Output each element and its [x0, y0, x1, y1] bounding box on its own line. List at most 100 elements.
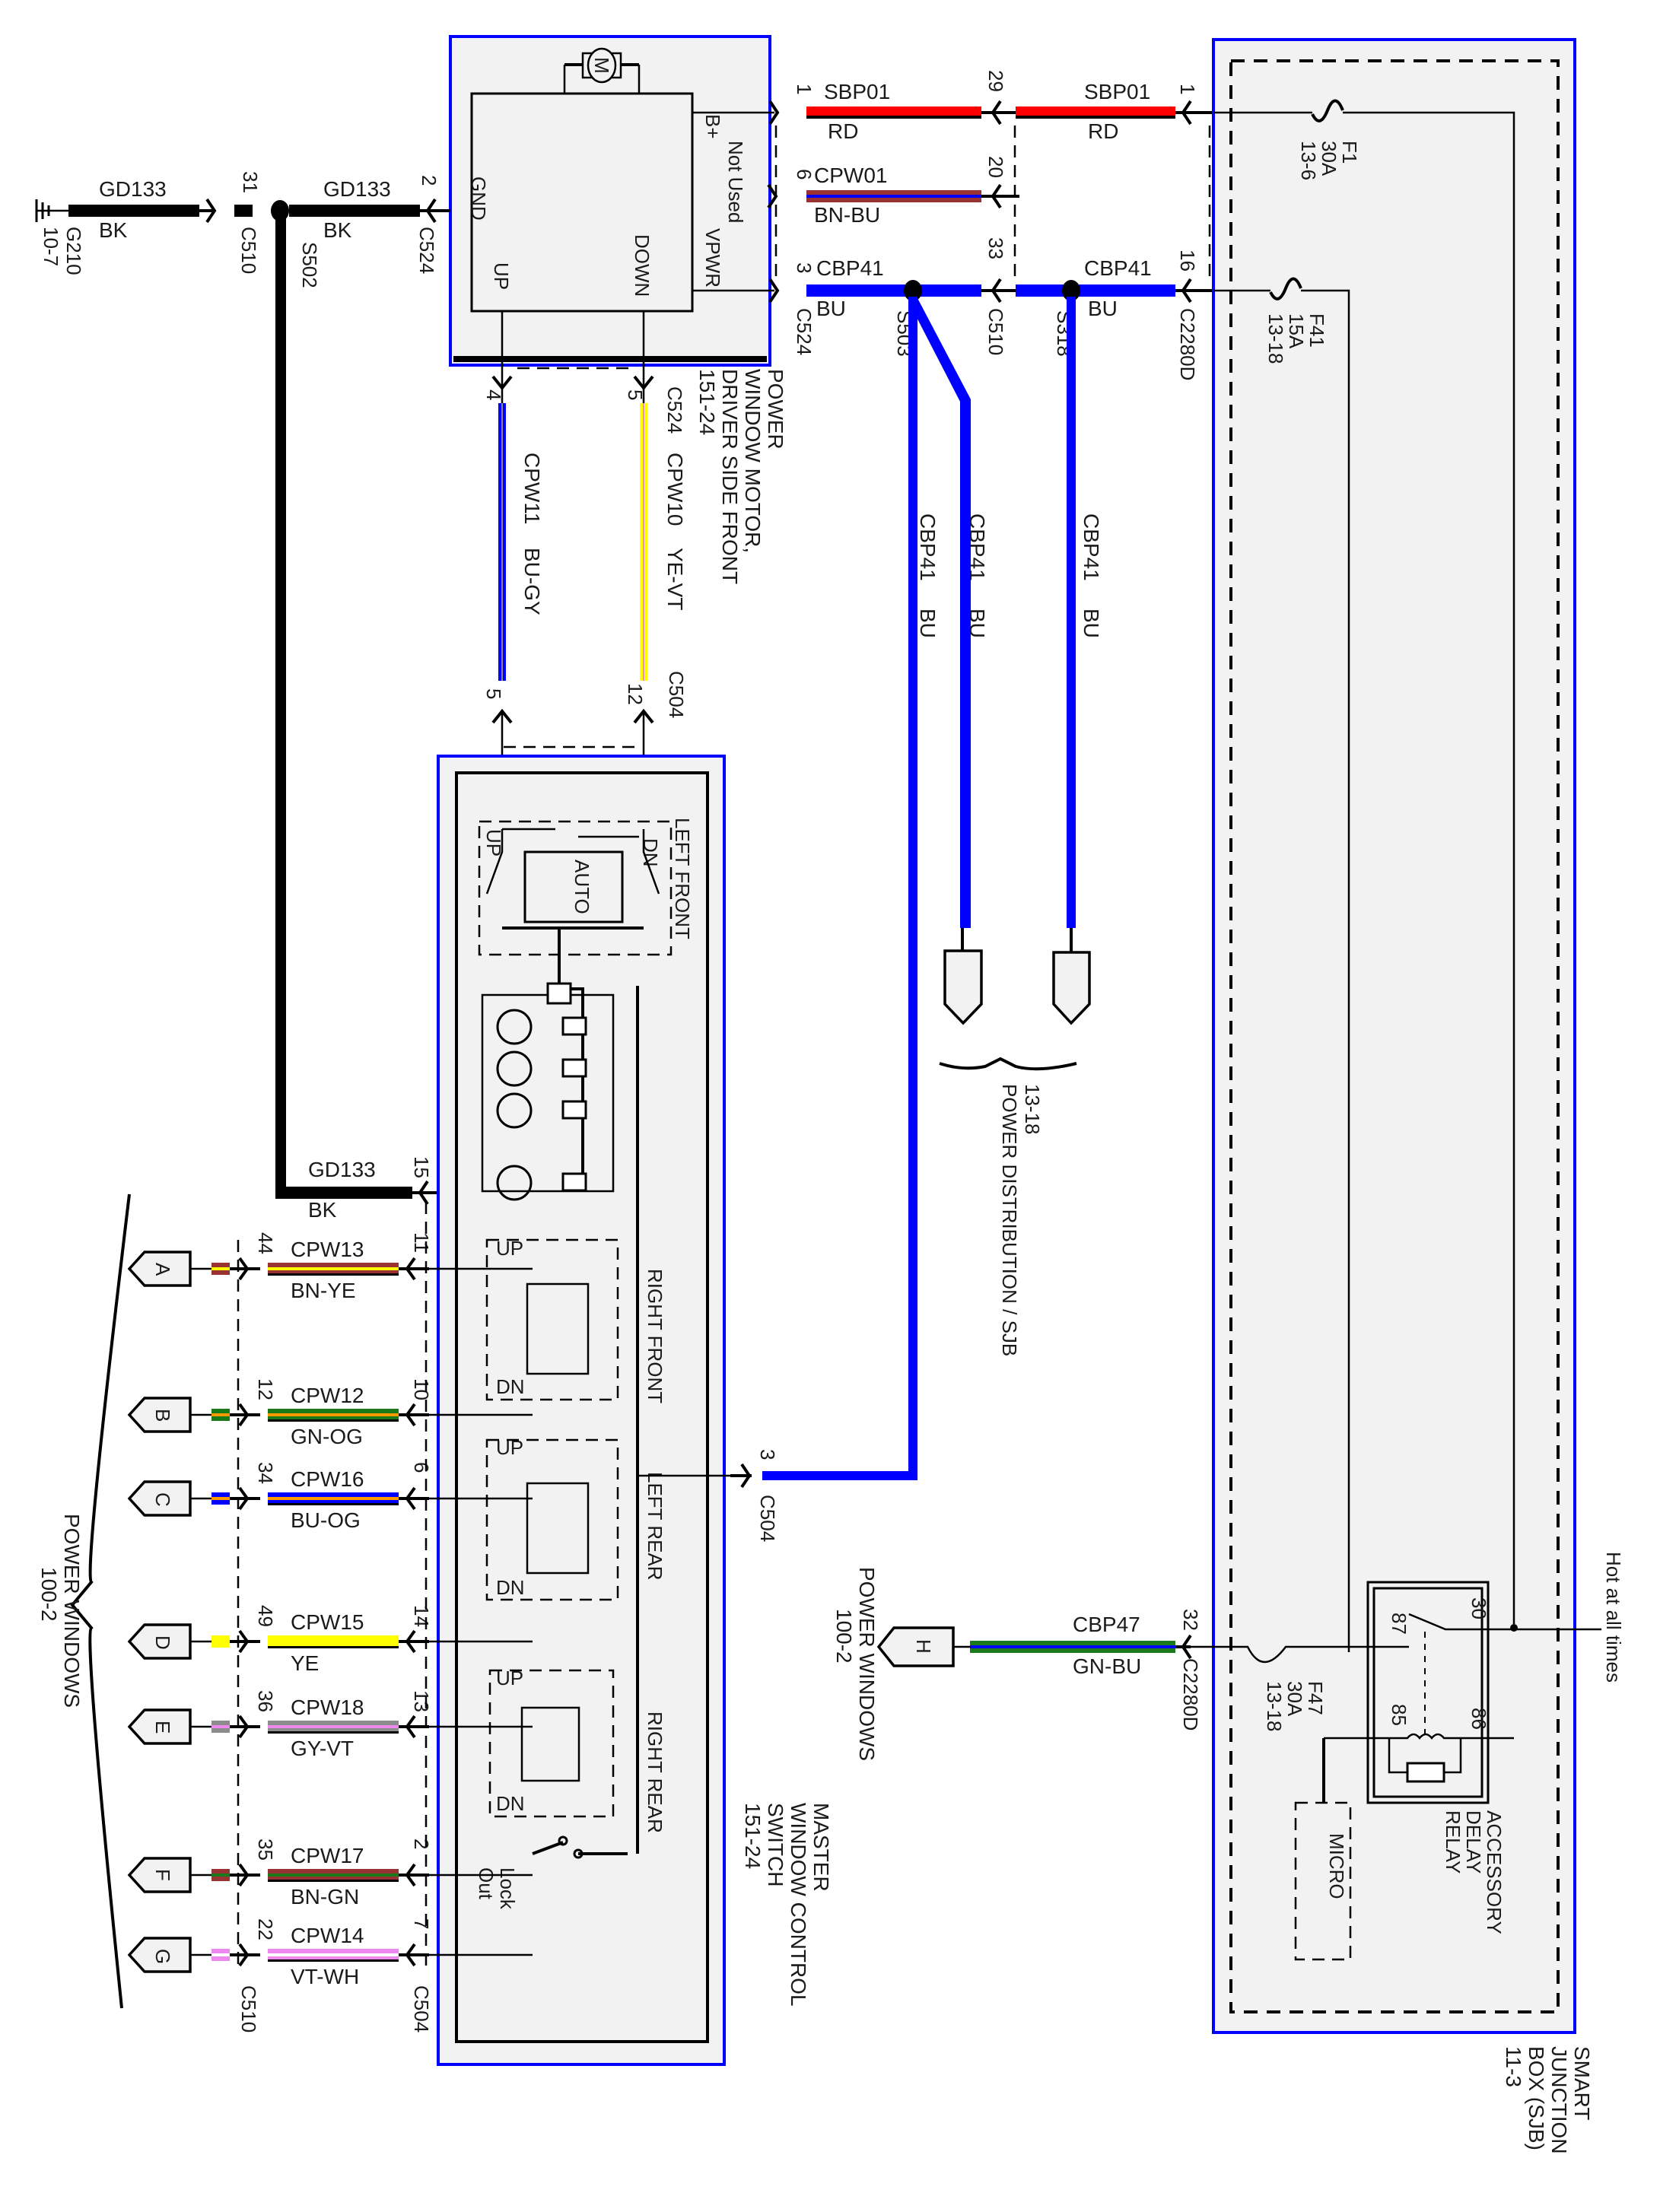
right-front-switch[interactable] — [485, 1238, 619, 1401]
wire-cbp41-c504[interactable] — [762, 1471, 917, 1480]
svg-text:DN: DN — [639, 838, 662, 867]
pin-b-plus-label: B+ — [701, 114, 724, 139]
motor-title: POWER WINDOW MOTOR, DRIVER SIDE FRONT 15… — [695, 369, 787, 584]
svg-text:C524: C524 — [663, 386, 686, 434]
motor-icon: M — [563, 47, 641, 94]
pin-c504: 6 — [410, 1462, 433, 1473]
svg-text:RIGHT REAR: RIGHT REAR — [644, 1711, 666, 1833]
svg-text:13-18: 13-18 — [1264, 313, 1287, 364]
pin-c510: 12 — [254, 1378, 277, 1400]
wire-cbp41-to-pd-2[interactable] — [1067, 297, 1076, 928]
wire-circuit-label: CPW13 — [291, 1238, 364, 1261]
wire-gd133-1[interactable] — [68, 205, 199, 217]
svg-text:29: 29 — [984, 70, 1007, 92]
lamp-icon — [496, 1165, 587, 1201]
svg-text:SBP01: SBP01 — [1084, 80, 1150, 103]
pin-c504: 14 — [410, 1605, 433, 1627]
svg-text:GD133: GD133 — [99, 177, 167, 201]
svg-text:BU: BU — [816, 297, 846, 320]
wire-circuit-label: CPW18 — [291, 1696, 364, 1719]
power-windows-left-label: POWER WINDOWS — [60, 1514, 84, 1708]
svg-text:LEFT FRONT: LEFT FRONT — [671, 818, 694, 939]
pin-c504: 10 — [410, 1378, 433, 1400]
left-rear-switch[interactable] — [485, 1438, 619, 1601]
power-windows-right-label: POWER WINDOWS — [855, 1567, 879, 1761]
svg-text:BOX (SJB): BOX (SJB) — [1525, 2046, 1548, 2150]
svg-text:12: 12 — [624, 683, 647, 705]
pin-down-label: DOWN — [631, 234, 654, 297]
svg-text:RIGHT FRONT: RIGHT FRONT — [644, 1269, 666, 1403]
svg-text:WINDOW MOTOR,: WINDOW MOTOR, — [741, 369, 765, 553]
lamp-icon — [496, 1092, 587, 1129]
pin-up-label: UP — [490, 262, 513, 290]
motor-to-switch-wires: 4 CPW11 BU-GY 5 5 C524 CPW10 YE-VT C504 … — [482, 375, 688, 837]
pin-c510: 49 — [254, 1605, 277, 1627]
svg-text:1: 1 — [1176, 84, 1199, 94]
svg-text:30A: 30A — [1283, 1681, 1306, 1717]
wire-cbp41-b[interactable] — [1016, 284, 1175, 297]
wire-cbp41-to-switch[interactable] — [908, 297, 917, 1476]
power-window-motor: M B+ Not Used GND VPWR UP DOWN POWER WIN… — [449, 35, 787, 584]
wire-cpw15[interactable] — [268, 1635, 399, 1648]
wire-color-label: GN-OG — [291, 1425, 363, 1448]
svg-text:87: 87 — [1388, 1613, 1410, 1635]
pin-c504: 7 — [410, 1918, 433, 1929]
power-distribution-connector-1[interactable] — [943, 949, 983, 1025]
pin-vpwr-label: VPWR — [701, 228, 724, 288]
wire-cbp41-a[interactable] — [806, 284, 981, 297]
pin-c510: 36 — [254, 1690, 277, 1712]
power-distribution-connector-2[interactable] — [1052, 951, 1091, 1025]
lockout-switch[interactable] — [532, 1841, 628, 1855]
lamp-icon — [496, 1050, 587, 1087]
wire-color-label: YE — [291, 1651, 319, 1675]
left-front-switch[interactable] — [478, 820, 673, 956]
right-rear-switch[interactable] — [488, 1669, 615, 1818]
svg-text:13-6: 13-6 — [1297, 141, 1320, 180]
fuse-f47-icon — [1187, 1645, 1349, 1664]
wire-color-label: VT-WH — [291, 1965, 359, 1988]
svg-text:20: 20 — [984, 156, 1007, 178]
svg-text:DN: DN — [496, 1792, 525, 1815]
svg-text:CBP47: CBP47 — [1073, 1613, 1140, 1636]
svg-text:CBP41: CBP41 — [916, 513, 940, 581]
svg-text:JUNCTION: JUNCTION — [1547, 2046, 1571, 2154]
wire-gd133-vertical[interactable] — [275, 216, 286, 1197]
accessory-delay-relay[interactable] — [1366, 1581, 1490, 1804]
connector-letter: B — [151, 1409, 174, 1422]
svg-text:1: 1 — [793, 84, 816, 94]
svg-text:86: 86 — [1468, 1708, 1490, 1730]
wire-gd133-2[interactable] — [289, 205, 420, 217]
wire-cbp41-to-pd-1[interactable] — [910, 298, 971, 928]
wire-color-label: GY-VT — [291, 1737, 354, 1760]
svg-text:BN-BU: BN-BU — [814, 203, 880, 227]
motor-symbol-label: M — [590, 57, 613, 74]
svg-text:SMART: SMART — [1570, 2046, 1594, 2121]
svg-text:85: 85 — [1388, 1704, 1410, 1726]
svg-text:15: 15 — [410, 1156, 433, 1178]
pin-c510: 44 — [254, 1232, 277, 1254]
wire-circuit-label: CPW16 — [291, 1467, 364, 1491]
svg-text:BU: BU — [1080, 609, 1103, 638]
svg-text:CBP41: CBP41 — [1080, 513, 1103, 581]
smart-junction-box: F1 30A 13-6 F41 15A 13-18 30 87 85 86 AC… — [1187, 38, 1625, 2154]
svg-text:15A: 15A — [1285, 313, 1308, 349]
svg-text:RELAY: RELAY — [1442, 1810, 1464, 1874]
c504-label: C504 — [410, 1985, 433, 2032]
fuse-f1-icon — [1311, 99, 1344, 122]
svg-text:11-3: 11-3 — [1502, 2046, 1525, 2087]
svg-text:UP: UP — [496, 1436, 523, 1459]
pin-c504: 11 — [410, 1232, 433, 1253]
svg-text:31: 31 — [239, 171, 262, 193]
svg-text:GN-BU: GN-BU — [1073, 1654, 1141, 1678]
svg-text:RD: RD — [828, 119, 858, 143]
svg-text:WINDOW CONTROL: WINDOW CONTROL — [787, 1803, 810, 2007]
svg-text:CPW10: CPW10 — [663, 453, 687, 526]
svg-text:BU-GY: BU-GY — [520, 548, 544, 615]
svg-text:GD133: GD133 — [308, 1158, 376, 1181]
svg-text:3: 3 — [793, 262, 816, 273]
master-switch-title: MASTER WINDOW CONTROL SWITCH 151-24 — [741, 1803, 833, 2007]
svg-text:CPW01: CPW01 — [814, 164, 887, 187]
svg-text:SBP01: SBP01 — [824, 80, 890, 103]
